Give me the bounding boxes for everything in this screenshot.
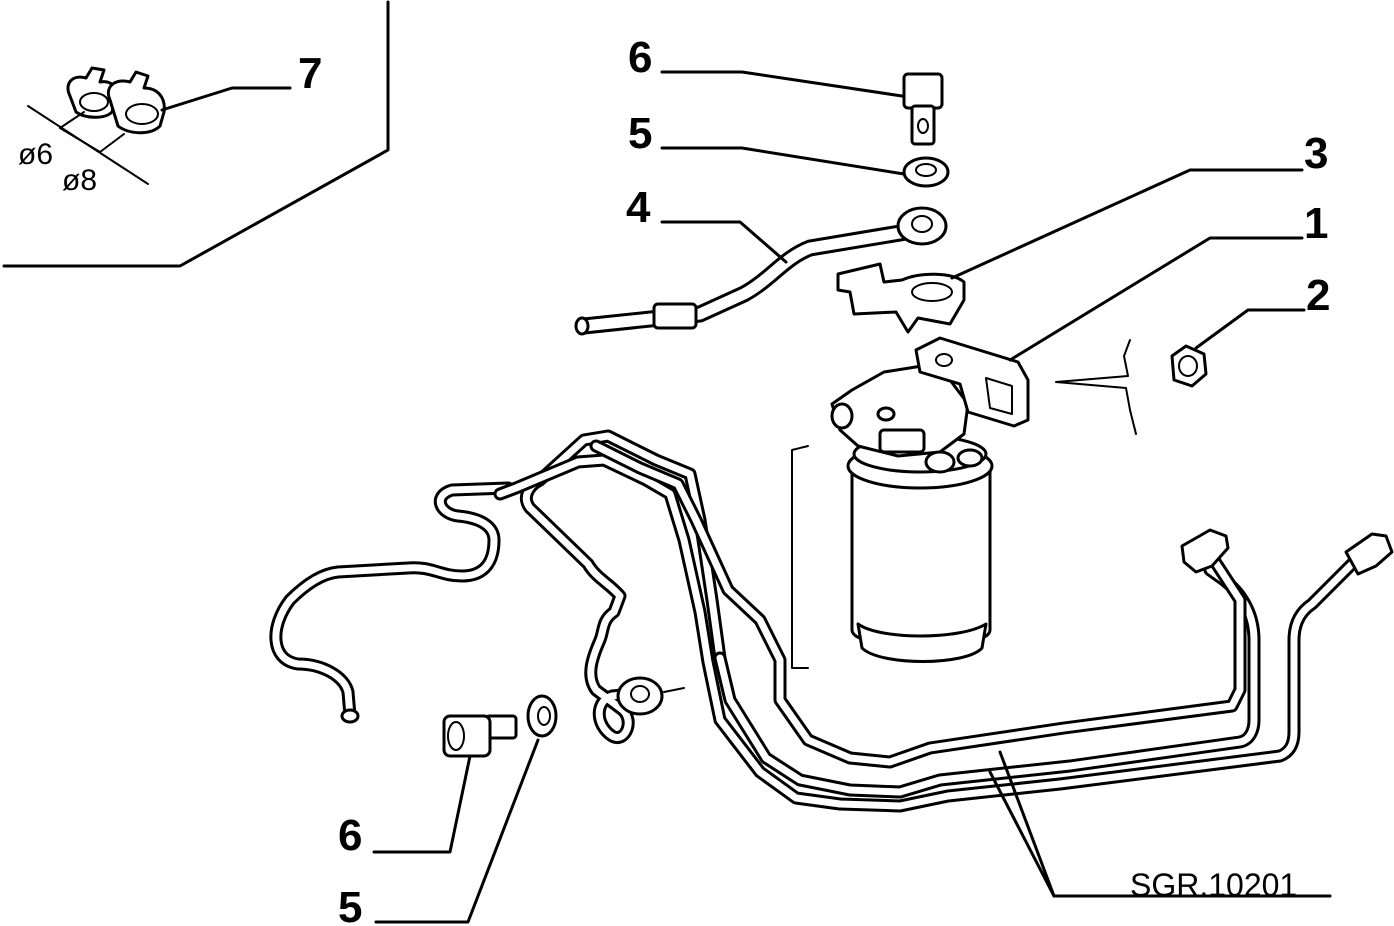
callout-6-bottom: 6 (338, 811, 362, 860)
leader-line-6-top (660, 70, 904, 98)
drawing-reference-code: SGR.10201 (1130, 867, 1297, 903)
filter-bracket (836, 262, 966, 334)
pipe-axis-mark (663, 687, 685, 693)
leader-line-4 (660, 220, 788, 264)
sealing-washer-top (902, 156, 950, 188)
leader-line-2 (1194, 308, 1306, 350)
sealing-washer-bottom (526, 694, 558, 738)
leader-line-1 (1008, 236, 1304, 362)
return-pipe (574, 206, 948, 336)
dimension-label-6mm: ø6 (18, 138, 53, 171)
callout-1: 1 (1304, 199, 1328, 248)
fuel-line-bundle (269, 429, 1394, 813)
leader-line-6-bottom (372, 754, 472, 854)
banjo-bolt-top (902, 72, 944, 146)
assembly-guide-line (791, 445, 809, 669)
mounting-stud-guide (1055, 339, 1137, 435)
callout-5-top: 5 (628, 109, 652, 158)
dimension-label-8mm: ø8 (62, 164, 97, 197)
reference-leader-a (988, 770, 1056, 898)
leader-line-3 (950, 168, 1304, 280)
leader-line-5-top (660, 146, 906, 176)
callout-5-bottom: 5 (338, 883, 362, 926)
callout-2: 2 (1306, 271, 1330, 320)
clip-inset-panel: ø6 ø8 7 (2, 0, 390, 268)
reference-leader-b (998, 750, 1332, 898)
fuel-filter-assembly (830, 336, 1030, 663)
banjo-bolt-bottom (442, 714, 518, 758)
pipe-clip-drawing (27, 66, 166, 185)
callout-4: 4 (626, 183, 651, 232)
callout-6-top: 6 (628, 33, 652, 82)
leader-line-5-bottom (374, 738, 540, 924)
callout-3: 3 (1304, 129, 1328, 178)
inset-border (2, 0, 390, 268)
leader-line-7 (160, 86, 292, 112)
hex-nut (1170, 344, 1208, 388)
callout-7: 7 (298, 49, 322, 98)
